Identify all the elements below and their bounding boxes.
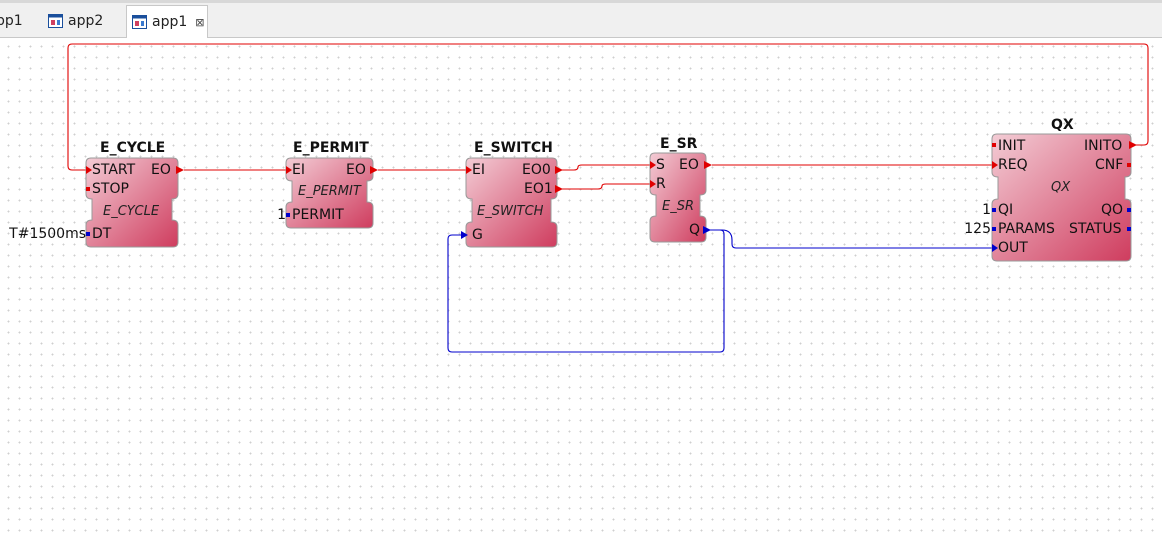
function-block-network-canvas[interactable] bbox=[0, 38, 1162, 536]
sr-eo-event-output-marker[interactable] bbox=[704, 161, 712, 169]
tab-app2[interactable]: app2 bbox=[48, 5, 124, 37]
g-data-input-marker[interactable] bbox=[461, 231, 468, 239]
event-connection-eo1-to-r[interactable] bbox=[562, 183, 650, 190]
out-data-input-marker[interactable] bbox=[992, 244, 998, 252]
stop-event-input-marker[interactable] bbox=[86, 187, 90, 191]
tab-bar-top-border bbox=[0, 0, 1162, 3]
e-switch-instance-name[interactable]: E_SWITCH bbox=[474, 140, 553, 156]
e-switch-g-pin-label: G bbox=[472, 227, 483, 243]
permit-ei-event-input-marker[interactable] bbox=[286, 166, 292, 174]
qx-init-pin-label: INIT bbox=[998, 138, 1026, 154]
qx-req-event-input-marker[interactable] bbox=[992, 161, 998, 169]
start-event-input-marker[interactable] bbox=[86, 166, 92, 174]
e-cycle-dt-pin-label: DT bbox=[92, 226, 112, 242]
e-permit-eo-pin-label: EO bbox=[346, 162, 366, 178]
e-cycle-type-name: E_CYCLE bbox=[103, 204, 160, 219]
e-sr-type-name: E_SR bbox=[662, 199, 694, 214]
params-parameter-value[interactable]: 125 bbox=[964, 221, 991, 237]
e-switch-type-name: E_SWITCH bbox=[477, 204, 544, 219]
tab-label: app1 bbox=[152, 14, 188, 30]
e-sr-r-pin-label: R bbox=[656, 176, 666, 192]
event-connection-inito-to-start[interactable] bbox=[67, 43, 1149, 171]
qx-instance-name[interactable]: QX bbox=[1051, 117, 1074, 133]
e-sr-s-pin-label: S bbox=[656, 157, 665, 173]
e-switch-ei-pin-label: EI bbox=[472, 162, 485, 178]
application-icon bbox=[132, 15, 147, 29]
e-sr-block-body[interactable] bbox=[649, 152, 707, 243]
e-sr-q-pin-label: Q bbox=[689, 222, 701, 238]
close-tab-icon[interactable]: ⊠ bbox=[195, 15, 205, 29]
qx-cnf-pin-label: CNF bbox=[1095, 157, 1124, 173]
tab-label: pp1 bbox=[0, 13, 23, 29]
e-switch-block-body[interactable] bbox=[465, 157, 558, 248]
e-permit-block-body[interactable] bbox=[285, 157, 374, 229]
e-permit-ei-pin-label: EI bbox=[292, 162, 305, 178]
qx-inito-event-output-marker[interactable] bbox=[1129, 141, 1137, 149]
event-connection-eo0-to-s[interactable] bbox=[562, 164, 650, 171]
qx-status-pin-label: STATUS bbox=[1069, 221, 1122, 237]
qx-req-pin-label: REQ bbox=[998, 157, 1028, 173]
qx-init-event-input-marker[interactable] bbox=[992, 143, 996, 147]
application-icon bbox=[48, 14, 63, 28]
qo-data-output-marker[interactable] bbox=[1127, 208, 1131, 212]
e-permit-instance-name[interactable]: E_PERMIT bbox=[293, 140, 369, 156]
e-switch-eo1-pin-label: EO1 bbox=[524, 181, 553, 197]
tab-app1-partial[interactable]: pp1 bbox=[0, 5, 40, 37]
tab-label: app2 bbox=[68, 13, 104, 29]
e-sr-instance-name[interactable]: E_SR bbox=[660, 136, 698, 152]
switch-ei-event-input-marker[interactable] bbox=[466, 166, 472, 174]
e-sr-eo-pin-label: EO bbox=[679, 157, 699, 173]
switch-eo1-event-output-marker[interactable] bbox=[555, 185, 563, 193]
editor-tab-bar: pp1 app2 app1 ⊠ bbox=[0, 0, 1162, 38]
data-connection-q-to-g[interactable] bbox=[447, 229, 725, 353]
permit-data-input-marker[interactable] bbox=[286, 213, 290, 217]
qx-type-name: QX bbox=[1051, 180, 1071, 195]
cycle-eo-event-output-marker[interactable] bbox=[176, 166, 184, 174]
switch-eo0-event-output-marker[interactable] bbox=[555, 166, 563, 174]
permit-parameter-value[interactable]: 1 bbox=[277, 207, 286, 223]
e-permit-permit-pin-label: PERMIT bbox=[292, 207, 344, 223]
permit-eo-event-output-marker[interactable] bbox=[370, 166, 378, 174]
qx-block-body[interactable] bbox=[991, 133, 1132, 262]
q-data-output-marker[interactable] bbox=[703, 226, 711, 234]
tab-app1[interactable]: app1 ⊠ bbox=[126, 5, 208, 38]
e-cycle-eo-pin-label: EO bbox=[151, 162, 171, 178]
sr-r-event-input-marker[interactable] bbox=[650, 180, 656, 188]
data-connection-q-to-out[interactable] bbox=[710, 229, 992, 249]
e-permit-type-name: E_PERMIT bbox=[298, 184, 361, 199]
status-data-output-marker[interactable] bbox=[1127, 227, 1131, 231]
dt-data-input-marker[interactable] bbox=[86, 232, 90, 236]
e-cycle-instance-name[interactable]: E_CYCLE bbox=[100, 140, 166, 156]
e-cycle-block-body[interactable] bbox=[85, 157, 179, 248]
qx-inito-pin-label: INITO bbox=[1084, 138, 1123, 154]
dt-parameter-value[interactable]: T#1500ms bbox=[9, 226, 86, 242]
qx-qo-pin-label: QO bbox=[1101, 202, 1124, 218]
qx-qi-pin-label: QI bbox=[998, 202, 1014, 218]
params-data-input-marker[interactable] bbox=[992, 227, 996, 231]
qx-out-pin-label: OUT bbox=[998, 240, 1028, 256]
qi-parameter-value[interactable]: 1 bbox=[982, 202, 991, 218]
qx-cnf-event-output-marker[interactable] bbox=[1127, 163, 1131, 167]
qx-params-pin-label: PARAMS bbox=[998, 221, 1055, 237]
e-cycle-start-pin-label: START bbox=[92, 162, 136, 178]
e-cycle-stop-pin-label: STOP bbox=[92, 181, 129, 197]
qi-data-input-marker[interactable] bbox=[992, 208, 996, 212]
sr-s-event-input-marker[interactable] bbox=[650, 161, 656, 169]
e-switch-eo0-pin-label: EO0 bbox=[522, 162, 551, 178]
